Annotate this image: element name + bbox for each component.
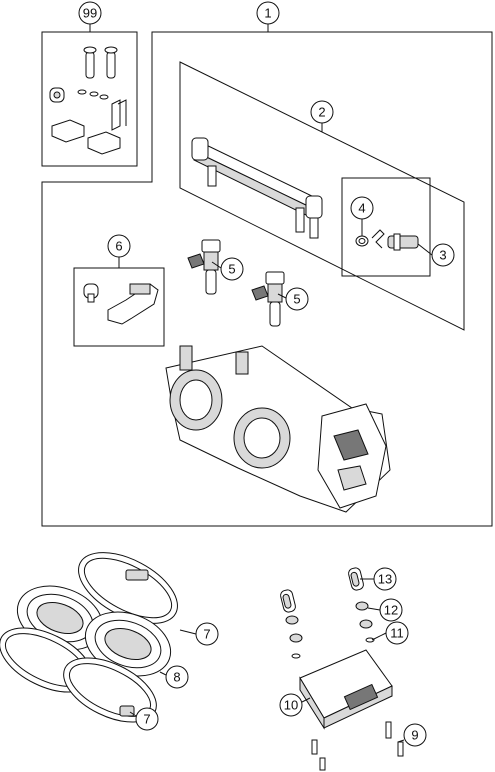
callout-c99: 99 — [78, 1, 102, 25]
leader-line-c11 — [371, 632, 387, 641]
callout-label: 12 — [384, 603, 398, 618]
callout-circle — [431, 243, 455, 267]
callout-circle — [220, 257, 244, 281]
callout-circle — [279, 693, 303, 717]
callout-c13: 13 — [373, 567, 397, 591]
ecu-screws — [311, 721, 404, 771]
intake-boot-rear — [84, 611, 172, 677]
callout-c10: 10 — [279, 693, 303, 717]
callout-c2: 2 — [310, 100, 334, 124]
leader-line-c9 — [397, 739, 405, 743]
callout-c4: 4 — [350, 196, 374, 220]
leader-line-c3 — [417, 243, 433, 256]
callout-label: 3 — [439, 248, 446, 263]
callout-circle — [107, 234, 131, 258]
callout-circle — [285, 287, 309, 311]
callout-label: 4 — [358, 201, 365, 216]
leader-line-c5a — [211, 261, 222, 269]
callout-label: 8 — [173, 670, 180, 685]
callout-circle — [78, 1, 102, 25]
leader-line-c8 — [159, 671, 167, 676]
leader-line-c7b — [129, 711, 137, 717]
callout-c6: 6 — [107, 234, 131, 258]
callout-circle — [403, 723, 427, 747]
injector-upper — [187, 239, 221, 295]
callout-label: 99 — [83, 6, 97, 21]
callout-circle — [135, 707, 159, 731]
fuel-rail — [191, 137, 323, 239]
callout-label: 1 — [264, 6, 271, 21]
callout-circle — [165, 665, 189, 689]
callout-label: 2 — [318, 105, 325, 120]
callout-circle — [385, 621, 409, 645]
pressure-valve — [371, 229, 419, 251]
callout-label: 13 — [378, 572, 392, 587]
callout-c5a: 5 — [220, 257, 244, 281]
callout-c12: 12 — [379, 598, 403, 622]
callout-label: 9 — [411, 728, 418, 743]
callout-label: 5 — [228, 262, 235, 277]
callout-label: 11 — [390, 626, 404, 641]
callout-c7b: 7 — [135, 707, 159, 731]
callout-circle — [195, 622, 219, 646]
callout-circle — [310, 100, 334, 124]
callout-label: 10 — [284, 698, 298, 713]
group-3-frame — [341, 177, 431, 277]
callout-c3: 3 — [431, 243, 455, 267]
injector-lower — [251, 271, 285, 327]
throttle-body — [165, 345, 391, 513]
sensor-with-screw — [83, 283, 159, 325]
callout-circle — [350, 196, 374, 220]
o-ring — [355, 235, 369, 247]
callout-label: 6 — [115, 239, 122, 254]
leader-line-c10 — [301, 697, 311, 703]
callout-label: 7 — [203, 627, 210, 642]
callout-c7a: 7 — [195, 622, 219, 646]
small-parts-kit — [49, 46, 127, 155]
callout-c1: 1 — [256, 1, 280, 25]
leader-line-c5b — [277, 293, 287, 299]
engine-control-unit — [299, 649, 393, 730]
group-1-frame — [41, 31, 493, 527]
group-2-frame — [179, 61, 465, 331]
callout-c5b: 5 — [285, 287, 309, 311]
callout-circle — [373, 567, 397, 591]
callout-c8: 8 — [165, 665, 189, 689]
leader-line-c7a — [179, 629, 197, 635]
mounting-hardware — [280, 567, 375, 659]
clamp-lower — [0, 627, 157, 723]
callout-label: 7 — [143, 712, 150, 727]
callout-label: 5 — [293, 292, 300, 307]
callout-c11: 11 — [385, 621, 409, 645]
callout-c9: 9 — [403, 723, 427, 747]
callout-circle — [379, 598, 403, 622]
leader-line-c12 — [367, 607, 381, 611]
callout-circle — [256, 1, 280, 25]
